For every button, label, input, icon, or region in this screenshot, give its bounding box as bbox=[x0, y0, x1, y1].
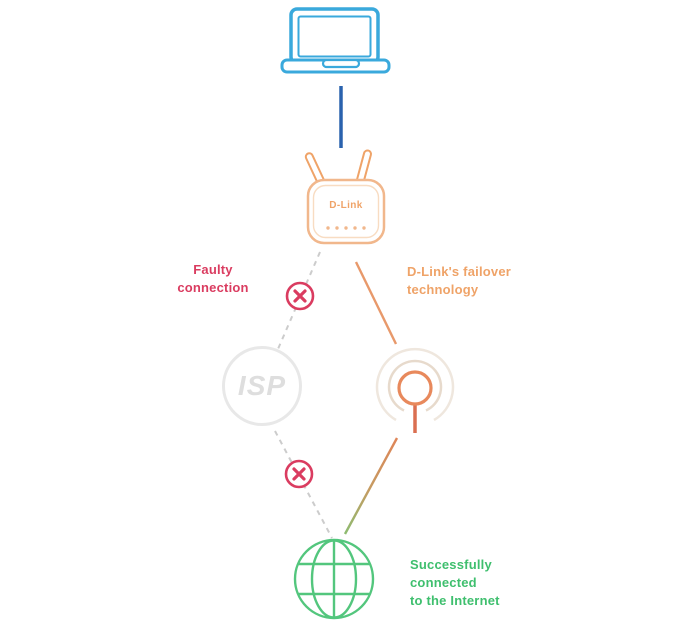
router-leds bbox=[326, 226, 366, 230]
isp-circle-icon bbox=[222, 346, 302, 426]
error-x-icon bbox=[285, 281, 315, 311]
signal-arc-outer bbox=[375, 347, 455, 422]
failover-technology-label: D-Link's failover technology bbox=[407, 264, 512, 297]
error-x-icon bbox=[284, 459, 314, 489]
router-brand-label: D-Link bbox=[329, 200, 363, 211]
router-antenna-line bbox=[354, 261, 398, 345]
laptop-icon bbox=[280, 7, 391, 74]
globe-icon bbox=[293, 538, 375, 620]
broadcast-antenna-icon bbox=[375, 347, 455, 433]
router-icon bbox=[304, 149, 386, 245]
antenna-internet-line bbox=[343, 437, 399, 535]
faulty-connection-label: Faulty connection bbox=[177, 262, 249, 295]
signal-arc-inner bbox=[387, 359, 443, 412]
isp-label: ISP bbox=[237, 370, 287, 401]
success-label: Successfully connected to the Internet bbox=[410, 557, 500, 608]
